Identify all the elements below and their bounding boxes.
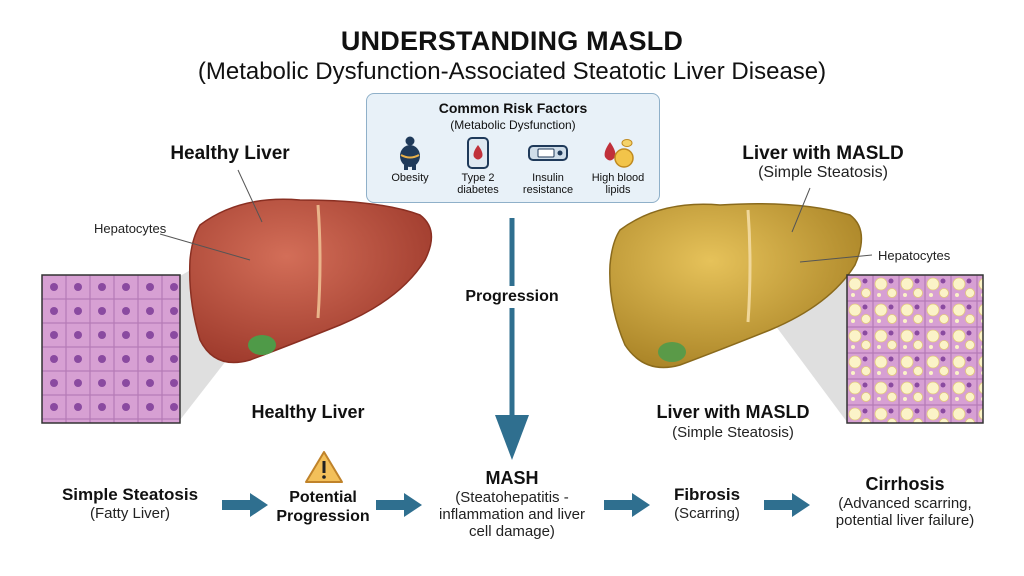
- stage-arrow: [376, 493, 422, 517]
- stage-label: Simple Steatosis: [61, 485, 199, 504]
- page-subtitle: (Metabolic Dysfunction-Associated Steato…: [197, 58, 827, 85]
- risk-factors-title: Common Risk Factors: [438, 100, 588, 116]
- stage-arrow: [764, 493, 810, 517]
- stage-simple-steatosis: Simple Steatosis (Fatty Liver): [40, 485, 220, 522]
- stage-sub: (Advanced scarring,: [838, 495, 972, 512]
- healthy-gallbladder: [248, 335, 276, 355]
- stage-arrow: [222, 493, 268, 517]
- healthy-liver-caption: Healthy Liver: [251, 402, 365, 422]
- risk-factor-label: Obesity: [391, 172, 429, 184]
- masld-hepatocyte-cells: [846, 274, 984, 424]
- risk-factor-label: High blood: [591, 172, 645, 184]
- masld-gallbladder: [658, 342, 686, 362]
- healthy-liver-shape: [188, 198, 433, 364]
- progression-arrow-head: [495, 415, 529, 460]
- stage-sub: cell damage): [469, 523, 555, 540]
- masld-liver-caption-sub: (Simple Steatosis): [672, 424, 794, 441]
- stage-label: Fibrosis: [673, 485, 741, 504]
- page-title: UNDERSTANDING MASLD: [340, 26, 684, 56]
- risk-factors-box: Common Risk Factors (Metabolic Dysfuncti…: [366, 93, 660, 203]
- healthy-hepatocytes-pointer: [159, 233, 251, 261]
- risk-factor-label: resistance: [522, 184, 574, 196]
- progression-label: Progression: [452, 286, 572, 308]
- masld-liver-subheading: (Simple Steatosis): [758, 164, 888, 181]
- risk-factor-label: Type 2: [461, 172, 495, 184]
- stage-sub: (Steatohepatitis -: [455, 489, 569, 506]
- healthy-heading-pointer: [237, 169, 263, 223]
- stage-label: Cirrhosis: [865, 474, 945, 494]
- masld-liver-ligament: [746, 209, 752, 323]
- masld-heading-pointer: [791, 187, 811, 233]
- glucose-meter-icon: [528, 145, 568, 161]
- stage-sub: inflammation and liver: [439, 506, 585, 523]
- risk-factor-obesity: Obesity: [375, 136, 445, 184]
- stage-sub: (Scarring): [674, 505, 740, 522]
- stage-label: Potential: [289, 489, 357, 506]
- stage-arrows: [222, 493, 810, 517]
- stage-label-line2: Progression: [276, 508, 370, 525]
- masld-liver-caption: Liver with MASLD: [656, 402, 810, 422]
- stage-mash: MASH (Steatohepatitis - inflammation and…: [420, 468, 604, 540]
- stage-potential-progression: Potential Progression: [265, 488, 381, 526]
- warning-icon: [305, 451, 343, 483]
- stage-sub: potential liver failure): [835, 512, 975, 529]
- stage-arrow: [604, 493, 650, 517]
- healthy-liver-heading: Healthy Liver: [170, 143, 290, 164]
- stage-sub: (Fatty Liver): [89, 505, 170, 522]
- lipids-icon: [604, 139, 634, 168]
- stage-cirrhosis: Cirrhosis (Advanced scarring, potential …: [810, 474, 1000, 529]
- masld-liver-heading: Liver with MASLD: [742, 143, 904, 164]
- risk-factor-label: diabetes: [457, 184, 499, 196]
- stage-label: MASH: [485, 468, 539, 488]
- healthy-hepatocyte-cells: [41, 274, 181, 424]
- risk-factors-subtitle: (Metabolic Dysfunction): [450, 118, 576, 132]
- risk-factor-label: lipids: [605, 184, 631, 196]
- obesity-icon: [400, 136, 420, 170]
- healthy-hepatocytes-label: Hepatocytes: [94, 221, 167, 236]
- masld-hepatocytes-label: Hepatocytes: [878, 248, 951, 263]
- healthy-liver-ligament: [316, 204, 322, 319]
- masld-liver-shape: [609, 203, 863, 369]
- masld-hepatocytes-pointer: [799, 254, 873, 263]
- blood-drop-icon: [467, 137, 489, 169]
- stage-fibrosis: Fibrosis (Scarring): [650, 485, 764, 522]
- risk-factor-label: Insulin: [532, 172, 564, 184]
